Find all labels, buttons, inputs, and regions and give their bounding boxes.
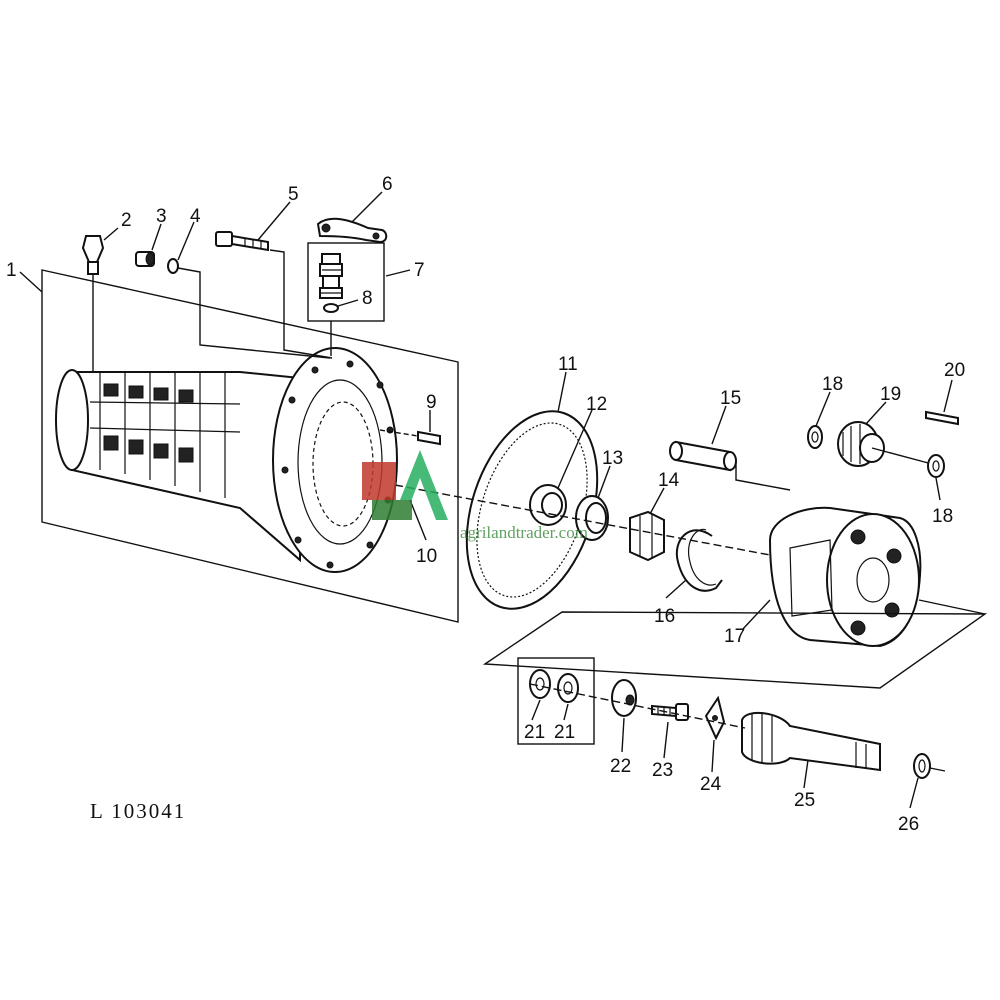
label-6: 6 [382, 174, 393, 195]
label-16: 16 [654, 606, 675, 627]
drawing-code: L 103041 [90, 799, 186, 823]
label-24: 24 [700, 774, 722, 795]
part-18-thrust-washer [807, 425, 823, 449]
label-4: 4 [190, 206, 201, 227]
label-17: 17 [724, 626, 745, 647]
label-3: 3 [156, 206, 167, 227]
part-23-bolt [651, 703, 689, 721]
label-18-bottom: 18 [932, 506, 953, 527]
part-20-roll-pin [925, 410, 959, 426]
part-2-grease-fitting [81, 235, 105, 372]
part-1-axle-housing [55, 347, 398, 573]
label-9: 9 [426, 392, 437, 413]
label-7: 7 [414, 260, 425, 281]
label-23: 23 [652, 760, 673, 781]
part-14-roller-bearing [629, 510, 665, 562]
part-17-differential-case [768, 506, 986, 648]
part-13-bearing-cup [575, 495, 609, 541]
part-8-o-ring [323, 303, 339, 356]
part-4-washer [167, 258, 331, 359]
part-16-snap-ring [675, 528, 723, 592]
label-21-left: 21 [524, 722, 545, 743]
part-24-lock-plate [704, 695, 726, 741]
label-10: 10 [416, 546, 437, 567]
label-21-right: 21 [554, 722, 575, 743]
part-15-shaft-pin [669, 440, 791, 491]
part-26-snap-ring [913, 753, 946, 779]
part-3-plug [135, 251, 155, 267]
label-14: 14 [658, 470, 680, 491]
label-8: 8 [362, 288, 373, 309]
part-5-cap-screw [215, 231, 333, 359]
part-21-shims [517, 657, 595, 745]
watermark-logo [362, 450, 448, 520]
part-12-bearing [529, 484, 567, 526]
label-22: 22 [610, 756, 631, 777]
part-18-thrust-washer-right [927, 454, 945, 478]
leader-lines [19, 191, 953, 809]
label-11: 11 [558, 354, 578, 375]
label-2: 2 [121, 210, 132, 231]
label-25: 25 [794, 790, 815, 811]
part-22-washer [611, 679, 637, 717]
assembly-axis-line [394, 484, 771, 556]
part-9-dowel-pin [379, 429, 441, 446]
part-25-axle-shaft [741, 711, 881, 772]
label-1: 1 [6, 260, 17, 281]
label-20: 20 [944, 360, 965, 381]
shaft-axis-line [529, 683, 746, 729]
label-12: 12 [586, 394, 607, 415]
label-13: 13 [602, 448, 623, 469]
label-15: 15 [720, 388, 741, 409]
part-number-labels: 1 2 3 4 5 6 7 8 9 10 11 12 13 14 15 16 1… [6, 174, 965, 835]
differential-panel-outline [482, 611, 988, 689]
label-19: 19 [880, 384, 901, 405]
part-19-pinion-gear [837, 421, 933, 467]
part-7-relief-valve-assembly [307, 242, 385, 322]
label-18-top: 18 [822, 374, 843, 395]
watermark-text: agrilandtrader.com [460, 523, 588, 542]
part-6-lever [316, 217, 388, 244]
label-5: 5 [288, 184, 299, 205]
label-26: 26 [898, 814, 919, 835]
housing-panel-outline [41, 269, 459, 623]
